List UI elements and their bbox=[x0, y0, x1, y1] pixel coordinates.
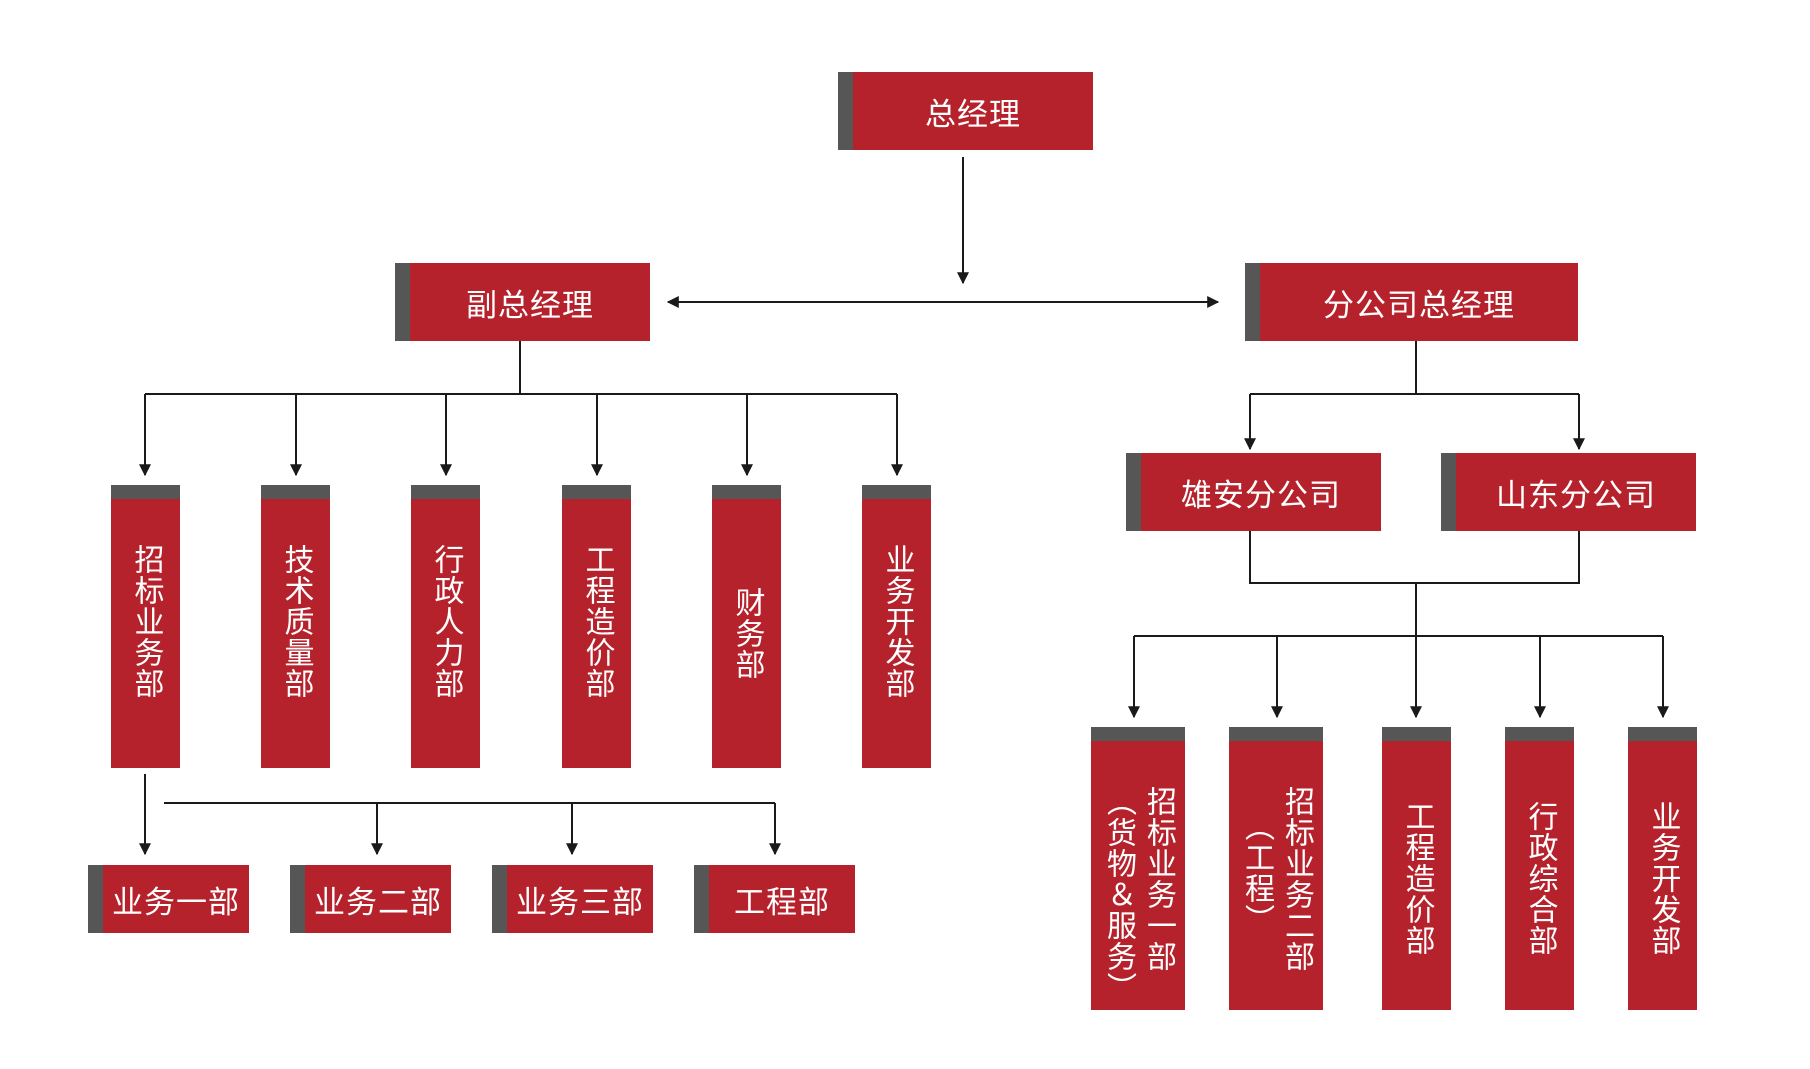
general-manager-label: 总经理 bbox=[925, 96, 1021, 133]
branch-gm-label: 分公司总经理 bbox=[1323, 287, 1515, 324]
dept-cost: 工程造价部 bbox=[562, 485, 631, 768]
branch-label: 雄安分公司 bbox=[1181, 477, 1341, 514]
dept-label: 工程造价部 bbox=[579, 544, 615, 699]
deputy-gm-label: 副总经理 bbox=[466, 287, 594, 324]
branch-dept-admin: 行政综合部 bbox=[1505, 727, 1574, 1010]
bidding-unit-4: 工程部 bbox=[694, 865, 855, 933]
branch-label: 山东分公司 bbox=[1496, 477, 1656, 514]
branch-dept-label: 业务开发部 bbox=[1645, 801, 1681, 956]
bidding-unit-label: 业务二部 bbox=[314, 884, 442, 921]
branch-dept-label: 招标业务一部 bbox=[1141, 786, 1176, 972]
dept-label: 业务开发部 bbox=[879, 544, 915, 699]
general-manager-box: 总经理 bbox=[838, 72, 1093, 150]
bidding-unit-label: 业务三部 bbox=[516, 884, 644, 921]
bidding-unit-3: 业务三部 bbox=[492, 865, 653, 933]
branch-gm-box: 分公司总经理 bbox=[1245, 263, 1578, 341]
branch-xiongan: 雄安分公司 bbox=[1126, 453, 1381, 531]
branch-dept-bidding-2: 招标业务二部 （工程） bbox=[1229, 727, 1323, 1010]
branch-merge bbox=[1249, 531, 1580, 584]
branch-dept-label: 招标业务二部 bbox=[1279, 786, 1314, 972]
branch-shandong: 山东分公司 bbox=[1441, 453, 1696, 531]
branch-dept-sublabel: （工程） bbox=[1239, 811, 1274, 935]
deputy-gm-box: 副总经理 bbox=[395, 263, 650, 341]
branch-dept-bidding-1: 招标业务一部 （货物＆服务） bbox=[1091, 727, 1185, 1010]
dept-label: 财务部 bbox=[729, 587, 765, 680]
branch-dept-sublabel: （货物＆服务） bbox=[1101, 786, 1136, 1003]
bidding-unit-label: 业务一部 bbox=[112, 884, 240, 921]
dept-label: 招标业务部 bbox=[128, 544, 164, 699]
branch-dept-biz-dev: 业务开发部 bbox=[1628, 727, 1697, 1010]
dept-tech-quality: 技术质量部 bbox=[261, 485, 330, 768]
bidding-unit-2: 业务二部 bbox=[290, 865, 451, 933]
dept-label: 技术质量部 bbox=[278, 544, 314, 699]
dept-biz-dev: 业务开发部 bbox=[862, 485, 931, 768]
dept-admin-hr: 行政人力部 bbox=[411, 485, 480, 768]
dept-finance: 财务部 bbox=[712, 485, 781, 768]
dept-label: 行政人力部 bbox=[428, 544, 464, 699]
branch-dept-cost: 工程造价部 bbox=[1382, 727, 1451, 1010]
dept-bidding: 招标业务部 bbox=[111, 485, 180, 768]
bidding-unit-label: 工程部 bbox=[734, 884, 830, 921]
branch-dept-label: 行政综合部 bbox=[1522, 801, 1558, 956]
branch-dept-label: 工程造价部 bbox=[1399, 801, 1435, 956]
bidding-unit-1: 业务一部 bbox=[88, 865, 249, 933]
